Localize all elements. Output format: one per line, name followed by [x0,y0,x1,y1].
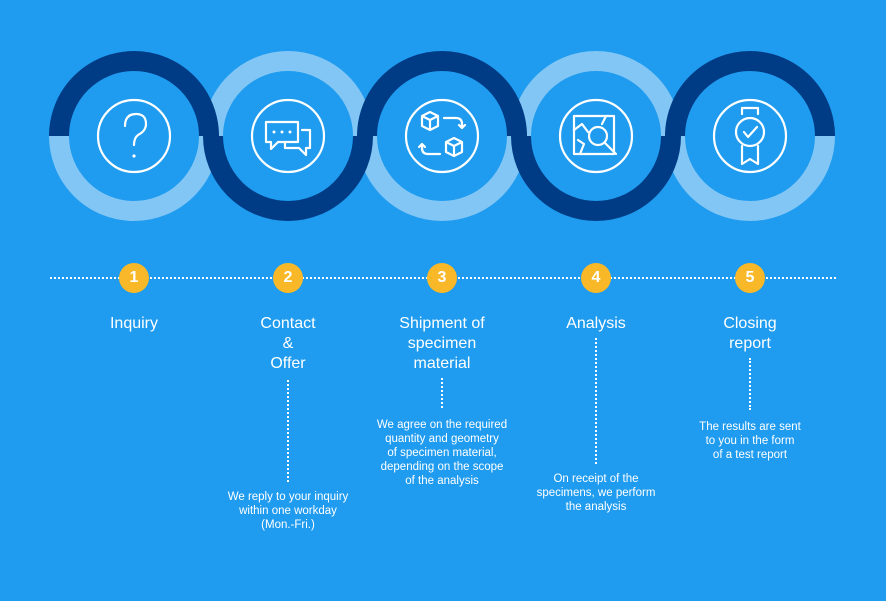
step-4-connector [595,338,597,464]
ring-3-top [357,51,527,137]
shipping-boxes-icon [404,98,480,174]
step-2-connector [287,380,289,482]
award-badge-icon [712,98,788,174]
step-2-number-badge: 2 [273,263,303,293]
question-icon [96,98,172,174]
ring-1-bottom [49,135,219,221]
step-1-title: Inquiry [109,315,159,332]
ring-4-bottom [511,135,681,221]
ring-1-top [49,51,219,137]
step-4-description: On receipt of the specimens, we perform … [536,473,656,513]
ring-4-top [511,51,681,137]
step-4-number-badge: 4 [581,263,611,293]
step-5-description: The results are sent to you in the form … [699,421,801,461]
ring-3-bottom [357,135,527,221]
step-2-title: Contact & Offer [260,315,316,372]
step-3-title: Shipment of specimen material [399,315,485,372]
step-2-description: We reply to your inquiry within one work… [227,491,349,531]
step-1-number-badge: 1 [119,263,149,293]
step-5-connector [749,358,751,410]
chat-bubbles-icon [250,98,326,174]
step-5-title: Closing report [723,315,777,352]
ring-5-top [665,51,835,137]
step-3-connector [441,378,443,408]
ring-5-bottom [665,135,835,221]
ring-2-top [203,51,373,137]
step-4-title: Analysis [566,315,626,332]
ring-2-bottom [203,135,373,221]
step-3-number-badge: 3 [427,263,457,293]
step-3-description: We agree on the required quantity and ge… [376,419,508,487]
magnifier-analysis-icon [558,98,634,174]
step-5-number-badge: 5 [735,263,765,293]
